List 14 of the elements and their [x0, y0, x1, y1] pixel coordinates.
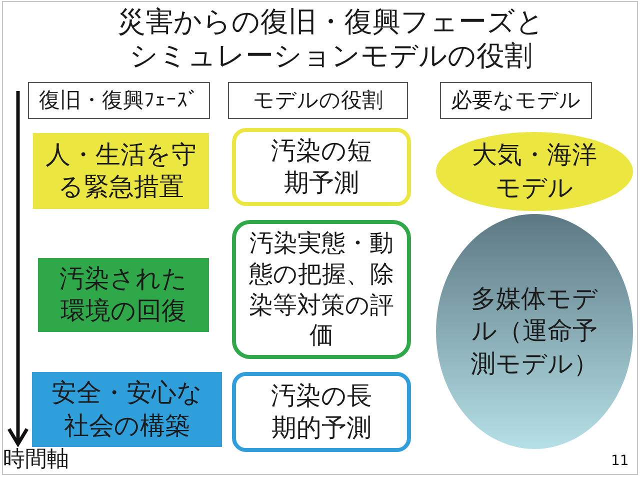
phase-box: 汚染された環境の回復: [38, 258, 209, 332]
axis-label: 時間軸: [3, 448, 69, 472]
role-box: 汚染実態・動態の把握、除染等対策の評価: [232, 220, 411, 359]
slide-title: 災害からの復旧・復興フェーズとシミュレーションモデルの役割: [116, 5, 546, 72]
role-box: 汚染の短期予測: [232, 128, 411, 206]
model-ellipse: 多媒体モデル（運命予測モデル）: [436, 214, 633, 449]
column-header: 必要なモデル: [440, 82, 592, 119]
column-header: 復旧・復興ﾌｪｰｽﾞ: [28, 82, 210, 119]
phase-box: 人・生活を守る緊急措置: [33, 133, 209, 209]
role-box: 汚染の長期的予測: [232, 372, 411, 452]
model-ellipse: 大気・海洋モデル: [436, 132, 633, 211]
phase-box: 安全・安心な社会の構築: [32, 372, 222, 447]
column-header: モデルの役割: [228, 82, 408, 119]
page-number: 11: [611, 454, 629, 470]
